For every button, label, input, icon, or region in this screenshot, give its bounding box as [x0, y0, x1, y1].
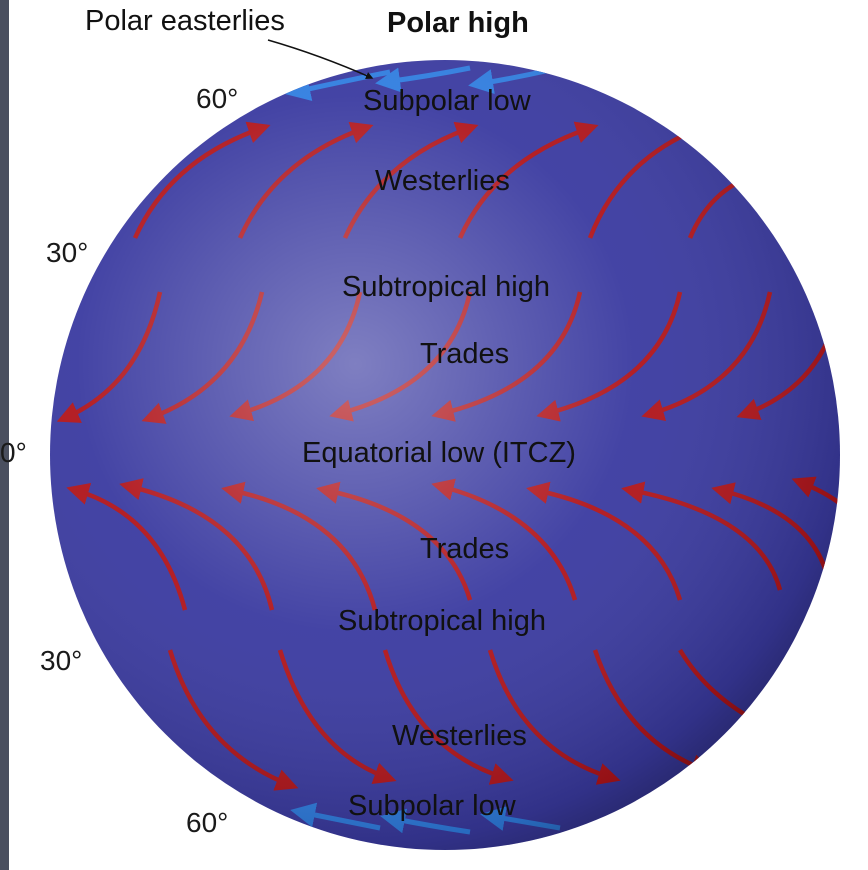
label-subpolar-low-south: Subpolar low: [348, 790, 517, 822]
label-equatorial-low: Equatorial low (ITCZ): [302, 437, 576, 469]
label-westerlies-south: Westerlies: [392, 720, 527, 752]
label-subtropical-high-south: Subtropical high: [338, 605, 546, 637]
label-polar-high: Polar high: [387, 7, 529, 39]
label-polar-easterlies: Polar easterlies: [85, 5, 285, 37]
label-subpolar-low-north: Subpolar low: [363, 85, 532, 117]
label-westerlies-north: Westerlies: [375, 165, 510, 197]
left-edge-bar: [0, 0, 9, 870]
latitude-30-north: 30°: [46, 237, 88, 268]
globe: [50, 60, 840, 850]
latitude-60-north: 60°: [196, 83, 238, 114]
latitude-30-south: 30°: [40, 645, 82, 676]
label-trades-south: Trades: [420, 533, 509, 565]
latitude-60-south: 60°: [186, 807, 228, 838]
latitude-0: 0°: [0, 437, 27, 468]
polar-easterlies-pointer: [267, 39, 374, 80]
label-subtropical-high-north: Subtropical high: [342, 271, 550, 303]
label-trades-north: Trades: [420, 338, 509, 370]
